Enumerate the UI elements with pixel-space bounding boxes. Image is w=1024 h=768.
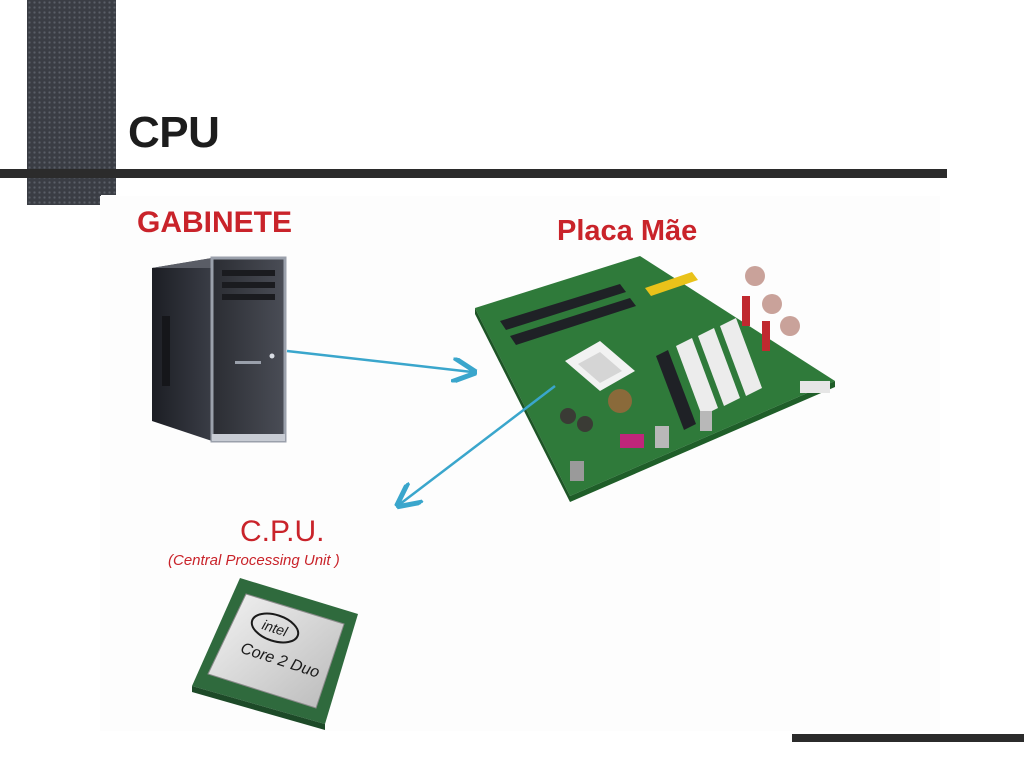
title-rule: [0, 169, 947, 178]
cpu-fullname-label: (Central Processing Unit ): [168, 552, 340, 569]
motherboard-image: [475, 256, 835, 502]
cpu-chip-image: intel Core 2 Duo: [192, 578, 358, 730]
placa-mae-label: Placa Mãe: [557, 215, 697, 247]
board-to-cpu-arrow: [400, 386, 555, 504]
cpu-label: C.P.U.: [240, 515, 324, 548]
tower-to-board-arrow: [287, 351, 472, 372]
slide-title: CPU: [128, 108, 219, 158]
footer-rule: [792, 734, 1024, 742]
gabinete-label: GABINETE: [137, 206, 292, 239]
computer-tower-image: [152, 258, 285, 441]
hardware-illustration: GABINETE Placa Mãe C.P.U. (Central Proce…: [100, 196, 940, 731]
hardware-illustration-svg: GABINETE Placa Mãe C.P.U. (Central Proce…: [100, 196, 940, 731]
